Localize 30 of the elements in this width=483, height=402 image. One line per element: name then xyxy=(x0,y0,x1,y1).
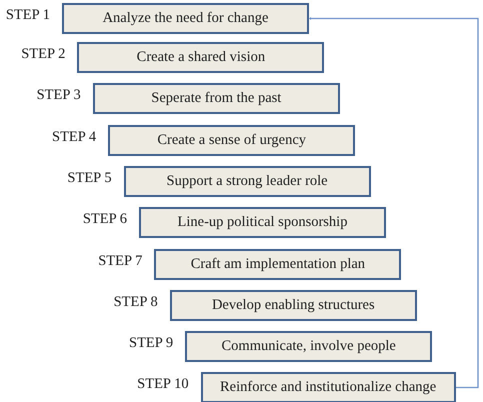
step-box xyxy=(154,249,402,280)
step-box xyxy=(200,372,456,402)
step-box xyxy=(124,166,371,197)
step-number-label: STEP 5 xyxy=(67,170,112,186)
step-number-label: STEP 8 xyxy=(114,294,158,310)
step-number-label: STEP 3 xyxy=(36,88,81,104)
step-number-label: STEP 4 xyxy=(52,130,96,146)
step-description: Craft am implementation plan xyxy=(190,256,366,272)
step-box xyxy=(62,3,309,34)
step-description: Create a sense of urgency xyxy=(157,132,306,148)
step-number-label: STEP 7 xyxy=(98,254,142,270)
step-number-label: STEP 10 xyxy=(137,376,189,392)
step-description: Seperate from the past xyxy=(151,90,282,106)
step-description: Support a strong leader role xyxy=(166,174,328,190)
step-number-label: STEP 9 xyxy=(129,336,174,352)
step-description: Line-up political sponsorship xyxy=(178,214,348,230)
step-box xyxy=(108,125,356,156)
step-box xyxy=(185,331,432,362)
step-description: Develop enabling structures xyxy=(212,298,375,314)
step-box xyxy=(139,207,386,238)
step-number-label: STEP 6 xyxy=(82,212,127,228)
step-box xyxy=(77,42,324,73)
step-description: Reinforce and institutionalize change xyxy=(220,380,436,396)
step-description: Communicate, involve people xyxy=(222,338,396,354)
step-description: Create a shared vision xyxy=(136,50,266,66)
step-description: Analyze the need for change xyxy=(102,10,268,26)
step-number-label: STEP 2 xyxy=(21,46,66,62)
step-box xyxy=(92,83,340,114)
step-box xyxy=(170,290,417,321)
step-number-label: STEP 1 xyxy=(6,8,50,24)
